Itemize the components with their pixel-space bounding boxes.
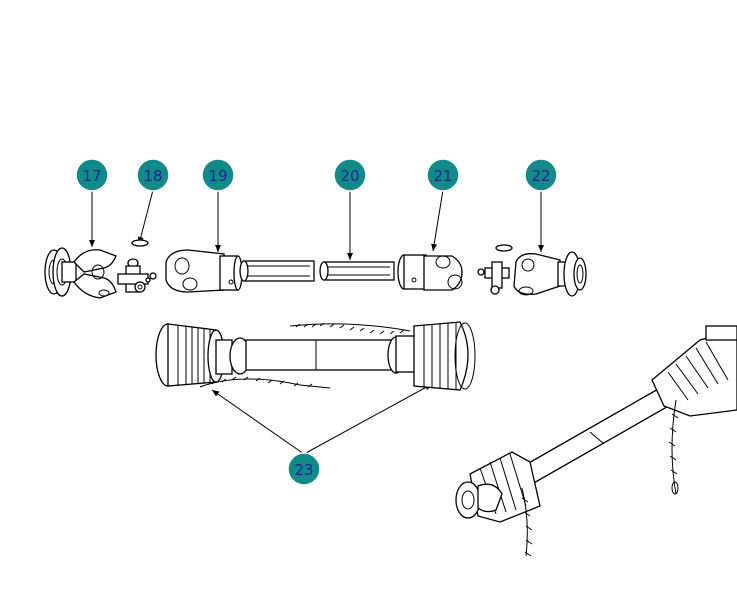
callout-19-label: 19 — [208, 167, 227, 185]
callout-21: 21 — [426, 158, 460, 192]
leader-23a — [211, 389, 305, 455]
part-21-tube-yoke — [397, 254, 463, 291]
callout-17: 17 — [75, 158, 109, 192]
callout-20: 20 — [333, 158, 367, 192]
callout-23: 23 — [287, 452, 321, 486]
callout-19: 19 — [201, 158, 235, 192]
part-23-guard-assembly — [155, 321, 476, 391]
callout-23-label: 23 — [294, 461, 313, 479]
callout-22-label: 22 — [531, 167, 550, 185]
part-19-tube-yoke — [165, 249, 243, 293]
callout-21-label: 21 — [433, 167, 452, 185]
part-22-cross-and-yoke — [477, 244, 587, 297]
callout-18-label: 18 — [143, 167, 162, 185]
part-20-profile-tubes — [239, 260, 395, 282]
callouts: 17 18 19 20 21 22 23 — [75, 158, 558, 486]
callout-20-label: 20 — [340, 167, 359, 185]
leader-18 — [137, 189, 154, 245]
assembled-pto-shaft — [455, 325, 737, 557]
callout-18: 18 — [136, 158, 170, 192]
callout-22: 22 — [524, 158, 558, 192]
leader-lines — [89, 189, 544, 455]
callout-17-label: 17 — [82, 167, 101, 185]
part-17-flange-yoke — [44, 247, 117, 299]
leader-23b — [303, 383, 433, 455]
leader-21 — [431, 189, 444, 252]
part-18-cross-kit — [117, 239, 157, 293]
